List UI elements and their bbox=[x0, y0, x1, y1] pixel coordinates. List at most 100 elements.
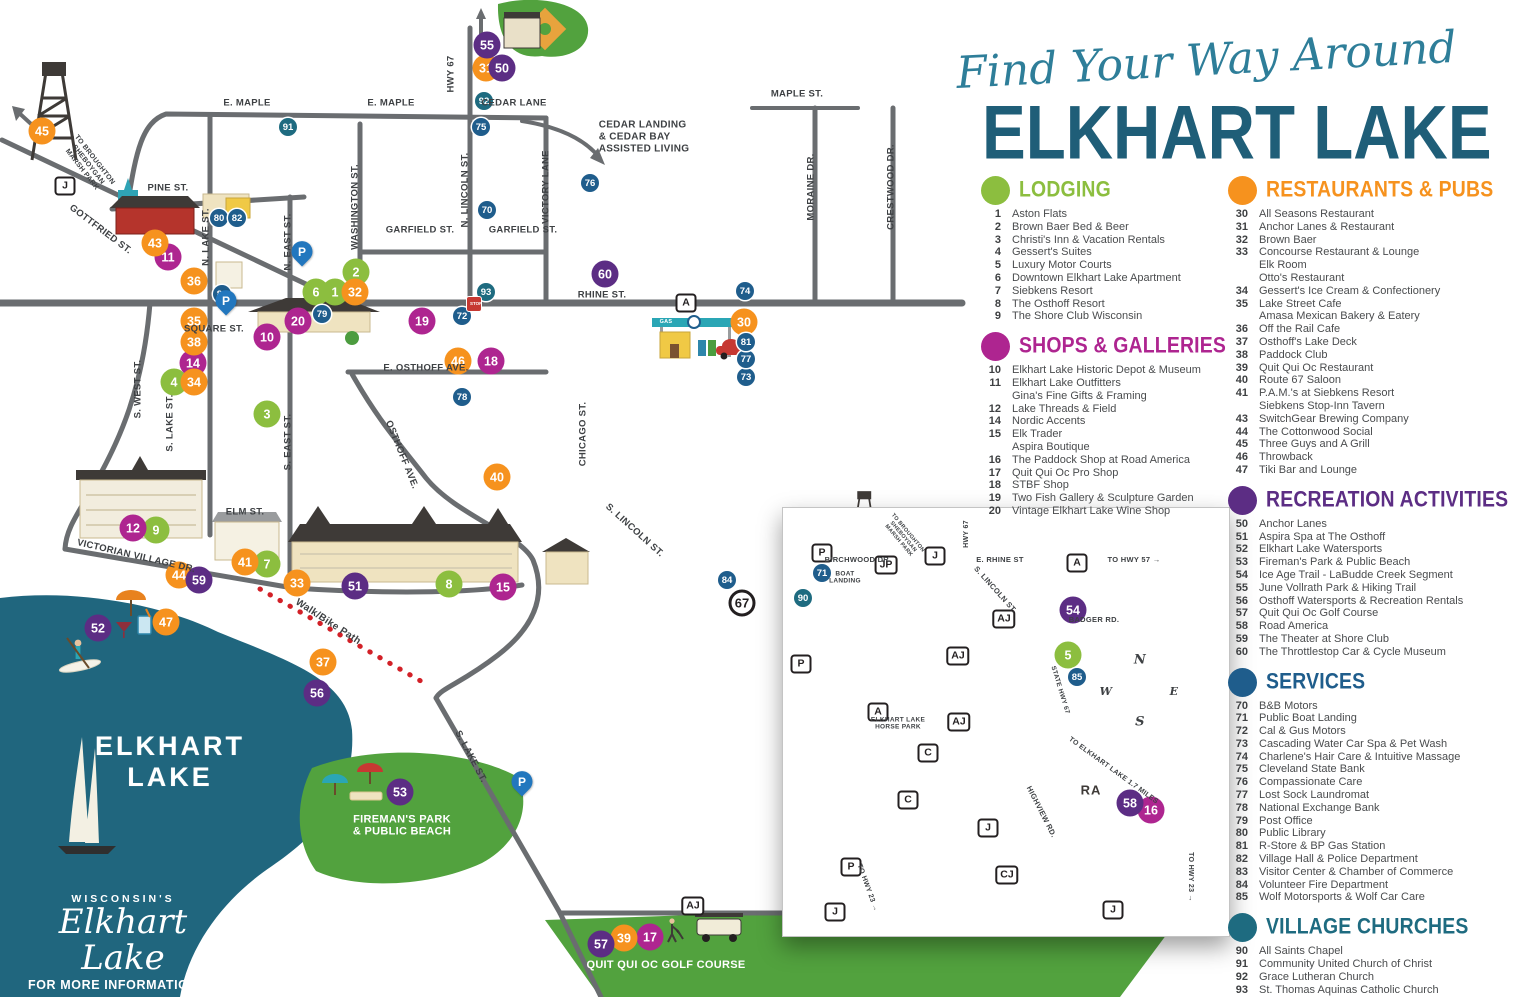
county-road-sign-J: J bbox=[1102, 900, 1124, 920]
marker-55: 55 bbox=[473, 31, 501, 59]
marker-54: 54 bbox=[1059, 596, 1087, 624]
logo-name: Elkhart Lake bbox=[58, 902, 188, 978]
marker-57: 57 bbox=[587, 930, 615, 958]
marker-17: 17 bbox=[636, 923, 664, 951]
map-label: CEDAR LANDING & CEDAR BAY ASSISTED LIVIN… bbox=[598, 119, 690, 154]
marker-50: 50 bbox=[488, 54, 516, 82]
legend-section-title: RECREATION ACTIVITIES bbox=[1266, 487, 1509, 512]
map-label: ELM ST. bbox=[225, 506, 265, 518]
map-label: S. LAKE ST. bbox=[164, 394, 176, 452]
marker-19: 19 bbox=[408, 307, 436, 335]
legend-item: Siebkens Stop-Inn Tavern bbox=[1259, 399, 1385, 412]
map-label: ROAD AMERICA bbox=[1063, 847, 1169, 863]
marker-15: 15 bbox=[489, 573, 517, 601]
legend-section-title: SHOPS & GALLERIES bbox=[1019, 334, 1227, 359]
map-label: CRYSTAL LAKE bbox=[902, 777, 972, 788]
marker-82: 82 bbox=[228, 209, 246, 227]
marker-8: 8 bbox=[435, 570, 463, 598]
map-label: N bbox=[1133, 652, 1147, 668]
category-dot-shops bbox=[981, 332, 1010, 362]
marker-77: 77 bbox=[737, 350, 755, 368]
marker-70: 70 bbox=[478, 201, 496, 219]
map-label: FIREMAN'S PARK & PUBLIC BEACH bbox=[352, 813, 452, 838]
county-road-sign-J: J bbox=[977, 818, 999, 838]
county-road-sign-AJ: AJ bbox=[946, 646, 970, 666]
marker-58: 58 bbox=[1116, 789, 1144, 817]
county-road-sign-P: P bbox=[811, 543, 833, 563]
beach-icons bbox=[322, 763, 383, 801]
map-label: S. EAST ST. bbox=[282, 413, 294, 471]
ballpark-green bbox=[497, 0, 589, 57]
marker-73: 73 bbox=[737, 368, 755, 386]
map-label: S. WEST ST. bbox=[132, 359, 144, 419]
logo-info-line1: FOR MORE INFORMATION bbox=[28, 978, 199, 993]
marker-71: 71 bbox=[813, 564, 831, 582]
map-label: Walk/Bike Path bbox=[293, 596, 363, 648]
county-road-sign-AJ: AJ bbox=[947, 712, 971, 732]
legend-item: Elk Room bbox=[1259, 259, 1307, 272]
county-road-sign-AJ: AJ bbox=[992, 609, 1016, 629]
county-road-sign-A: A bbox=[867, 702, 889, 722]
category-dot-churches bbox=[1228, 913, 1257, 943]
map-label: W bbox=[1099, 684, 1113, 698]
map-label: E. MAPLE bbox=[223, 97, 271, 109]
marker-53: 53 bbox=[386, 778, 414, 806]
map-label: E. RHINE ST bbox=[976, 554, 1024, 564]
county-road-sign-A: A bbox=[1066, 553, 1088, 573]
marker-18: 18 bbox=[477, 347, 505, 375]
map-label: RA bbox=[1080, 782, 1102, 798]
map-label: WASHINGTON ST. bbox=[349, 164, 361, 250]
marker-91: 91 bbox=[279, 118, 297, 136]
marker-84: 84 bbox=[718, 571, 736, 589]
marker-11: 11 bbox=[154, 243, 182, 271]
map-label: CEDAR LANE bbox=[481, 97, 547, 109]
county-road-sign-J: J bbox=[824, 902, 846, 922]
map-label: GARFIELD ST. bbox=[385, 224, 455, 236]
map-label: ELKHART LAKE bbox=[888, 614, 944, 639]
logo-pre: WISCONSIN'S bbox=[71, 893, 175, 905]
marker-9: 9 bbox=[142, 516, 170, 544]
map-label: VICTORIAN VILLAGE DR. bbox=[75, 537, 197, 576]
category-dot-restaurants bbox=[1228, 176, 1257, 205]
marker-43: 43 bbox=[141, 229, 169, 257]
legend-item: Amasa Mexican Bakery & Eatery bbox=[1259, 310, 1420, 323]
map-label: ELKHART LAKE bbox=[95, 730, 245, 792]
map-label: GAS bbox=[659, 318, 673, 325]
parking-pin-icon: P bbox=[507, 766, 537, 797]
marker-80: 80 bbox=[210, 209, 228, 227]
county-road-sign-P: P bbox=[840, 857, 862, 877]
marker-6: 6 bbox=[302, 278, 330, 306]
